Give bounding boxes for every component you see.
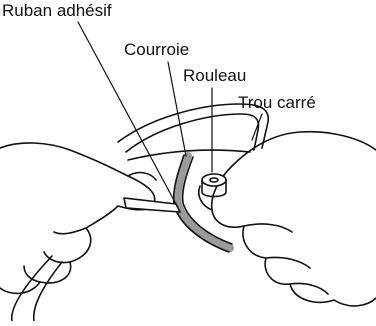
belt (178, 156, 230, 248)
label-ruban-adhesif: Ruban adhésif (2, 1, 112, 20)
right-hand-finger-1 (244, 224, 292, 232)
right-hand-finger-3 (290, 283, 328, 294)
left-hand-thumb (128, 173, 156, 180)
roller-top (202, 174, 226, 186)
belt-edge-2 (183, 157, 232, 244)
device-edge-curve (12, 256, 52, 321)
label-trou-carre: Trou carré (238, 93, 316, 112)
right-hand-finger-2 (266, 257, 310, 268)
left-hand-finger-3 (24, 266, 40, 282)
label-courroie: Courroie (124, 40, 189, 59)
label-rouleau: Rouleau (183, 66, 246, 85)
left-hand-finger-1 (54, 228, 86, 234)
right-hand (212, 132, 376, 306)
left-hand (0, 143, 155, 293)
housing-inner-rim (126, 114, 258, 152)
right-hand-thumb (199, 186, 212, 210)
